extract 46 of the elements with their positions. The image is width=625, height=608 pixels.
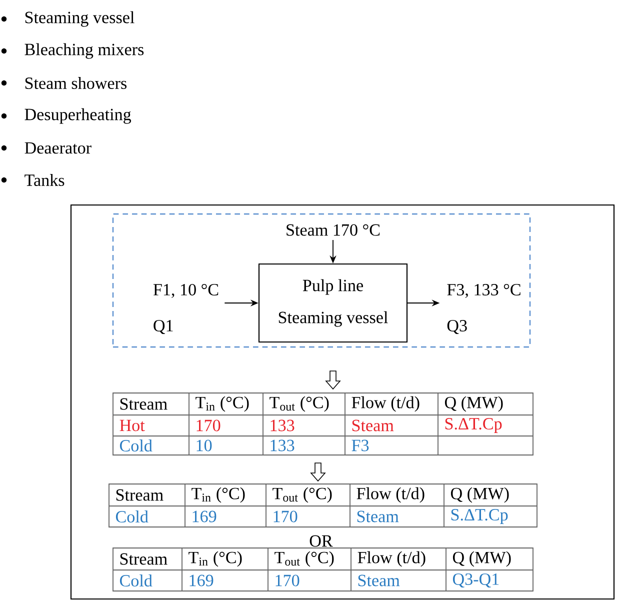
table-cell: 169 xyxy=(192,510,216,522)
stream-label: F1, 10 °C Q1 xyxy=(153,284,218,334)
stream-label: Steam 170 °C xyxy=(286,224,380,236)
table-cell: 169 xyxy=(190,574,214,586)
table-cell: T$_{out}$ (°C) xyxy=(274,551,334,567)
bullet-item: Deaerator xyxy=(1,142,92,154)
table-cell: Stream xyxy=(120,398,168,410)
table-cell: Q (MW) xyxy=(450,487,509,503)
stream-label: F3, 133 °C Q3 xyxy=(447,284,520,334)
table-cell: Stream xyxy=(120,553,168,565)
table-cell: 133 xyxy=(270,420,294,432)
bullet-item: Desuperheating xyxy=(1,108,132,124)
table-cell: T$_{out}$ (°C) xyxy=(272,487,332,503)
table-cell: Flow (t/d) xyxy=(352,396,420,412)
table-cell: S.ΔT.Cp xyxy=(445,418,502,433)
process-box: Pulp line Steaming vessel xyxy=(258,263,408,343)
table-cell: 170 xyxy=(276,574,300,586)
table-cell: Cold xyxy=(120,574,152,587)
table-cell: Q (MW) xyxy=(452,551,511,567)
table-cell: 133 xyxy=(270,440,294,452)
table-cell: T$_{out}$ (°C) xyxy=(270,396,329,412)
table-cell: Cold xyxy=(120,440,152,452)
table-cell: Q3-Q1 xyxy=(452,573,499,588)
table-cell: Cold xyxy=(116,510,148,523)
bullet-item: Tanks xyxy=(1,174,64,186)
table-cell: Q (MW) xyxy=(444,396,503,412)
table-cell: Steam xyxy=(358,574,400,586)
table-cell: 10 xyxy=(196,440,212,452)
table-cell: T$_{in}$ (°C) xyxy=(192,487,245,503)
table-cell: Flow (t/d) xyxy=(358,551,426,567)
table-cell: S.ΔT.Cp xyxy=(451,509,508,524)
table-cell: F3 xyxy=(352,440,369,452)
table-cell: Steam xyxy=(352,420,394,432)
bullet-item: Steaming vessel xyxy=(1,11,134,27)
separator-text: OR xyxy=(310,535,333,547)
table-cell: 170 xyxy=(196,420,220,432)
bullet-item: Bleaching mixers xyxy=(1,43,144,59)
table-cell: 170 xyxy=(274,510,298,522)
table-cell: Flow (t/d) xyxy=(356,487,424,503)
table-cell: T$_{in}$ (°C) xyxy=(188,551,242,567)
table-cell: Stream xyxy=(116,489,164,501)
table-cell: T$_{in}$ (°C) xyxy=(196,396,249,412)
bullet-item: Steam showers xyxy=(1,77,126,89)
system-boundary xyxy=(112,213,531,348)
table-cell: Steam xyxy=(357,510,399,522)
table-cell: Hot xyxy=(120,420,145,432)
